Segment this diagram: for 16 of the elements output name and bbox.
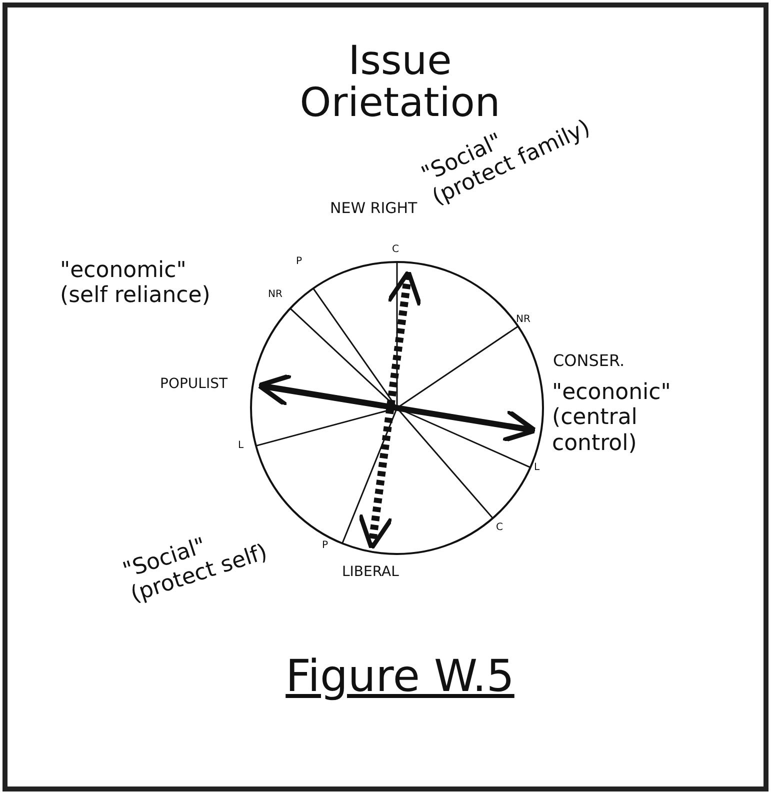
axis-label: CONSER. <box>553 352 626 370</box>
spoke-letter: C <box>392 244 400 256</box>
diagram-title: Issue Orietation <box>298 40 502 124</box>
spoke-letter: C <box>496 522 504 534</box>
spoke-letter: NR <box>268 289 284 300</box>
spoke-letter: L <box>238 440 245 452</box>
figure-caption: Figure W.5 <box>284 652 516 703</box>
annotation: "economic" (self reliance) <box>60 258 212 309</box>
axis-label: LIBERAL <box>342 564 400 580</box>
spoke-letter: NR <box>516 314 532 326</box>
spoke-letter: L <box>534 462 541 474</box>
axis-label: NEW RIGHT <box>330 200 418 218</box>
spoke-letter: P <box>322 540 330 552</box>
spoke-letter: P <box>296 256 304 268</box>
annotation: "econonic" (central control) <box>552 380 672 456</box>
axis-label: POPULIST <box>160 376 229 392</box>
